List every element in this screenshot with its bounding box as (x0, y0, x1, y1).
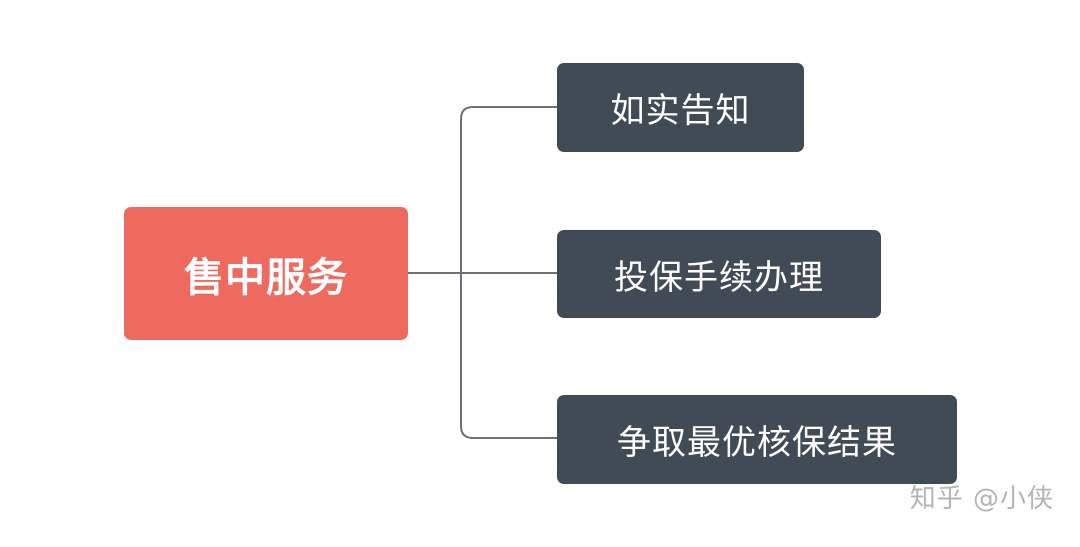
child-node-label: 投保手续办理 (614, 257, 824, 298)
watermark-text: 知乎 @小侠 (909, 484, 1054, 514)
child-node-underwriting[interactable]: 争取最优核保结果 (557, 395, 957, 484)
connector-group (408, 106, 557, 439)
root-node-label: 售中服务 (184, 254, 348, 301)
child-node-application[interactable]: 投保手续办理 (557, 230, 881, 318)
child-node-label: 争取最优核保结果 (617, 423, 897, 463)
child-node-label: 如实告知 (610, 91, 751, 131)
child-node-disclosure[interactable]: 如实告知 (557, 63, 804, 152)
root-node[interactable]: 售中服务 (124, 207, 408, 340)
